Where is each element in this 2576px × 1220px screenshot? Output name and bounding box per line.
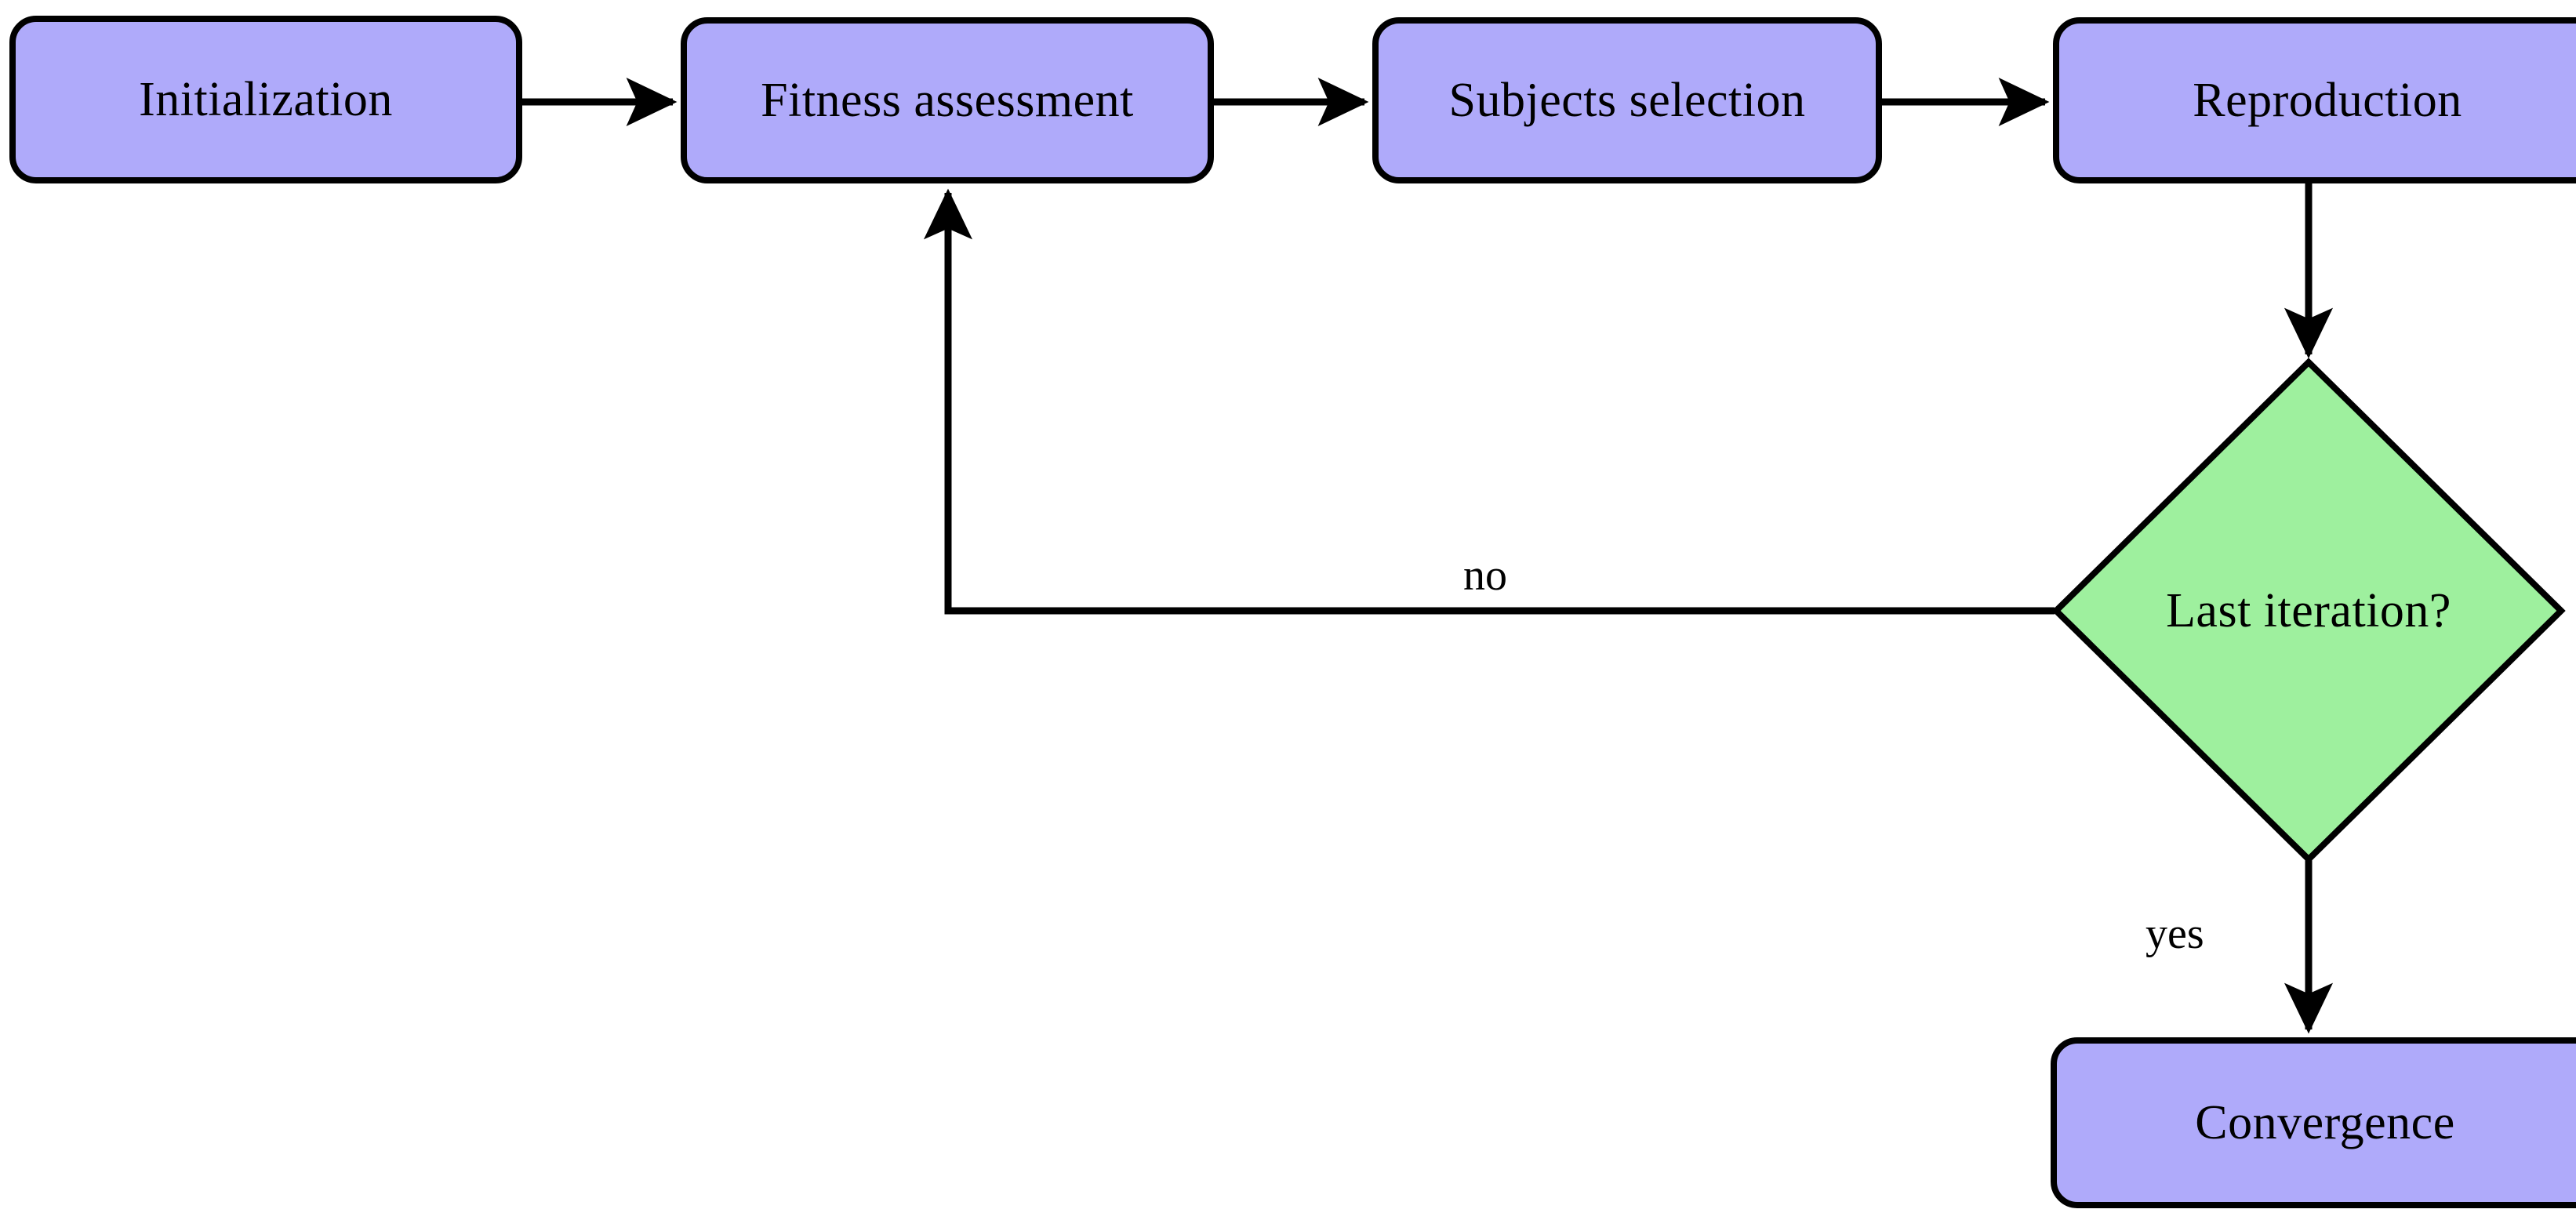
node-shape-subjects-selection[interactable] (1372, 17, 1882, 183)
node-shape-reproduction[interactable] (2053, 17, 2576, 183)
edge-last-iteration-no-to-fitness (923, 188, 2055, 615)
node-shape-initialization[interactable] (9, 16, 522, 183)
edge-label-no: no (1463, 551, 1507, 600)
node-shape-convergence[interactable] (2051, 1037, 2576, 1208)
node-shape-last-iteration[interactable] (2051, 358, 2566, 864)
edge-label-yes: yes (2145, 910, 2204, 958)
node-shape-fitness-assessment[interactable] (681, 17, 1214, 183)
